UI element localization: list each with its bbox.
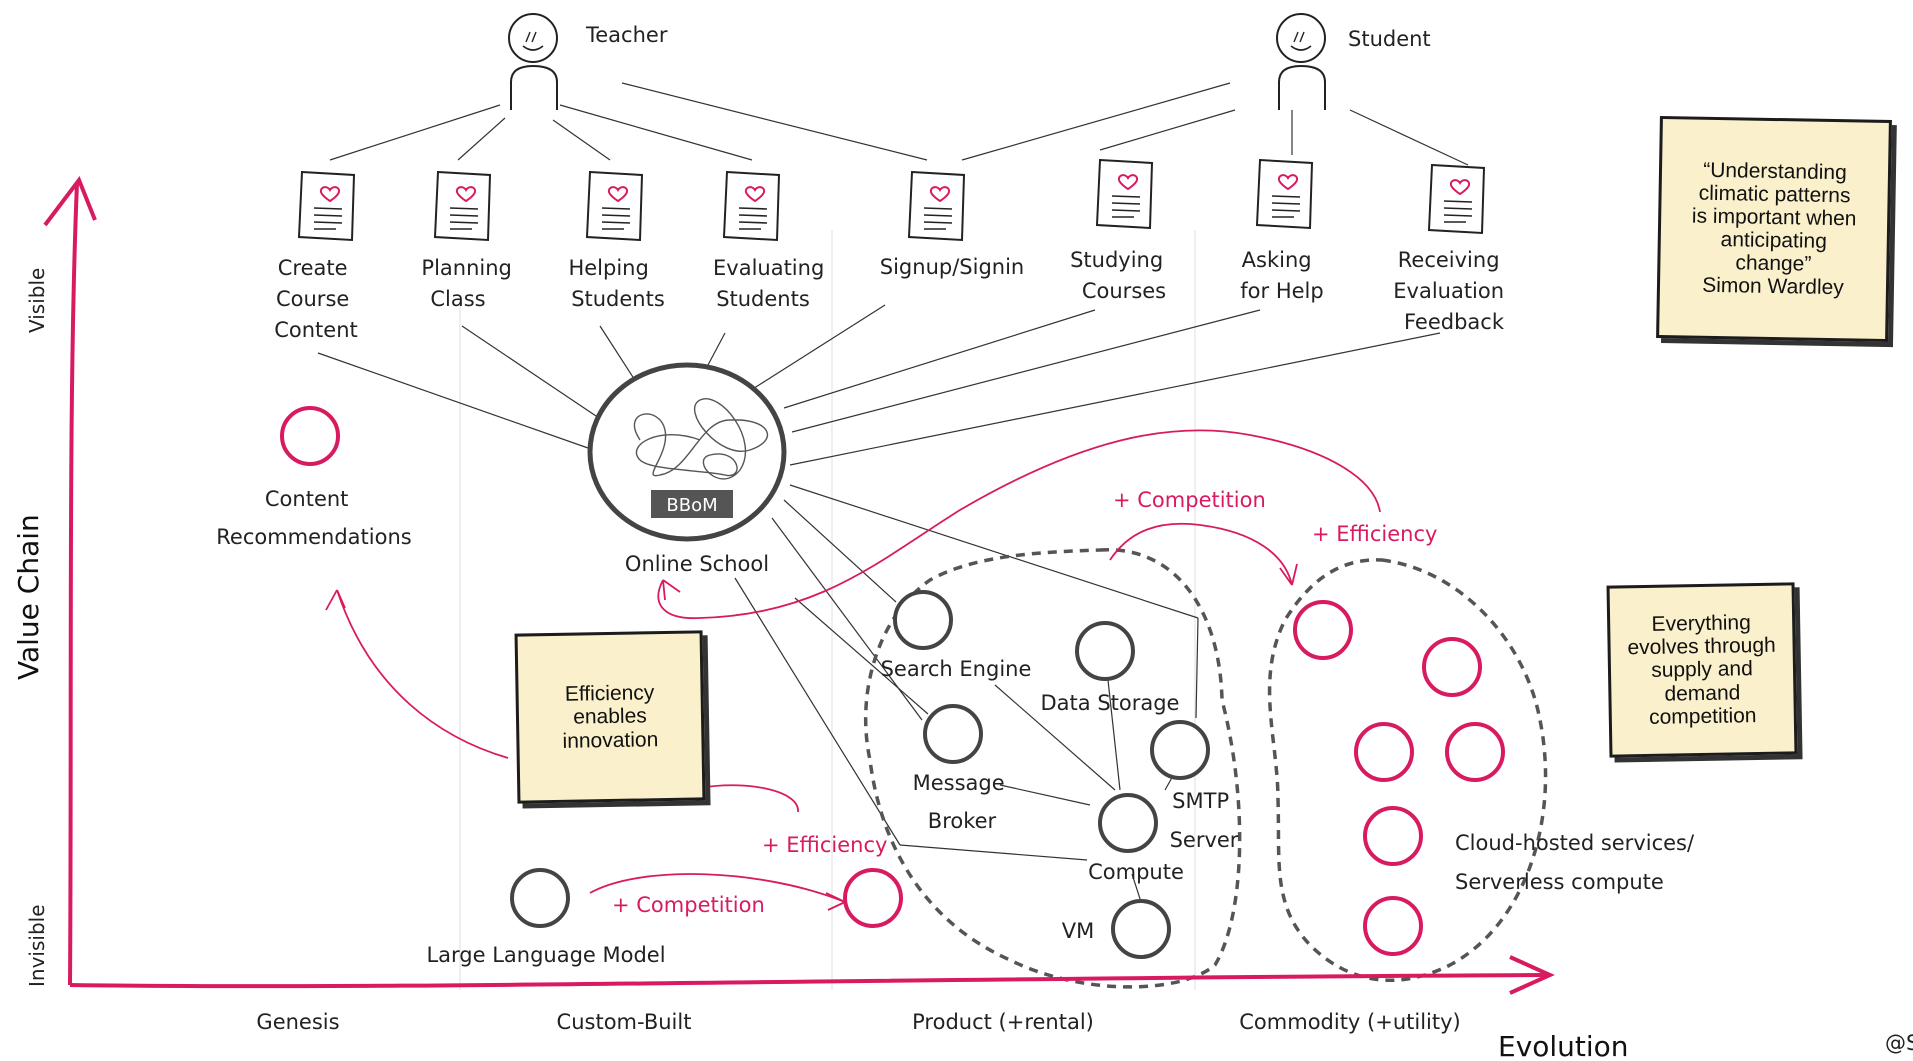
compute-node [1098,793,1158,853]
commodity-node [1354,722,1414,782]
need-studying-courses: Studying Courses [1070,248,1170,303]
efficiency-annotation: + Efficiency [1312,522,1437,546]
need-asking-for-help: Asking for Help [1240,248,1323,303]
smtp-server-label: SMTP Server [1170,789,1239,852]
evolution-arrows [325,429,1381,911]
vm-node [1111,899,1171,959]
need-signup-signin: Signup/Signin [880,255,1024,279]
commodity-node [1422,637,1482,697]
y-axis-top-label: Visible [25,268,49,333]
user-need-links [329,82,1469,166]
create-content-document-icon [298,171,355,241]
mud-scribble-icon [633,398,769,480]
message-broker-node [923,704,983,764]
bbom-badge: BBoM [666,495,717,516]
cloud-services-label: Cloud-hosted services/ Serverless comput… [1455,831,1701,894]
corner-text: @S [1885,1031,1913,1055]
evolution-separators [459,230,1196,990]
evolves-note: Everything evolves through supply and de… [1606,582,1798,758]
llm-label: Large Language Model [426,943,665,967]
x-axis-title: Evolution [1498,1030,1629,1061]
commodity-node [1293,600,1353,660]
llm-evolved-node [843,868,903,928]
compute-label: Compute [1088,860,1184,884]
signup-document-icon [908,171,965,241]
stage-commodity: Commodity (+utility) [1239,1010,1460,1034]
y-axis-bottom-label: Invisible [25,905,49,988]
smtp-server-node [1150,720,1210,780]
teacher-label: Teacher [585,23,668,47]
commodity-node [1363,896,1423,956]
competition-annotation: + Competition [1113,488,1266,512]
asking-help-document-icon [1256,159,1313,229]
stage-genesis: Genesis [256,1010,339,1034]
helping-students-document-icon [586,171,643,241]
quote-note: “Understanding climatic patterns is impo… [1656,115,1892,343]
y-axis-title: Value Chain [12,514,45,680]
teacher-icon [508,13,558,111]
search-engine-node [893,590,953,650]
student-label: Student [1348,27,1431,51]
need-receiving-feedback: Receiving Evaluation Feedback [1393,248,1511,334]
content-recommendations-node [280,406,340,466]
commodity-node [1363,806,1423,866]
need-helping-students: Helping Students [568,256,664,311]
data-storage-label: Data Storage [1041,691,1180,715]
efficiency-note: Efficiency enables innovation [514,630,706,804]
need-create-content: Create Course Content [274,256,358,342]
commodity-group-outline [1267,558,1548,982]
need-evaluating-students: Evaluating Students [713,256,831,311]
component-links [734,484,1199,906]
commodity-cluster [1293,600,1505,956]
content-recommendations-label: Content Recommendations [216,487,411,549]
online-school-node: BBoM [587,362,787,542]
competition-annotation: + Competition [612,893,765,917]
efficiency-annotation: + Efficiency [762,833,887,857]
message-broker-label: Message Broker [913,771,1012,833]
planning-class-document-icon [434,171,491,241]
stage-product: Product (+rental) [912,1010,1094,1034]
receiving-feedback-document-icon [1428,164,1485,234]
commodity-node [1445,722,1505,782]
vm-label: VM [1062,919,1094,943]
need-platform-links [317,304,1441,466]
stage-custom-built: Custom-Built [557,1010,692,1034]
studying-courses-document-icon [1096,159,1153,229]
data-storage-node [1075,621,1135,681]
student-icon [1276,13,1326,111]
search-engine-label: Search Engine [881,657,1032,681]
online-school-label: Online School [625,552,769,576]
llm-node [510,868,570,928]
axes [43,175,1555,995]
need-planning-class: Planning Class [421,256,518,311]
evaluating-students-document-icon [723,171,780,241]
